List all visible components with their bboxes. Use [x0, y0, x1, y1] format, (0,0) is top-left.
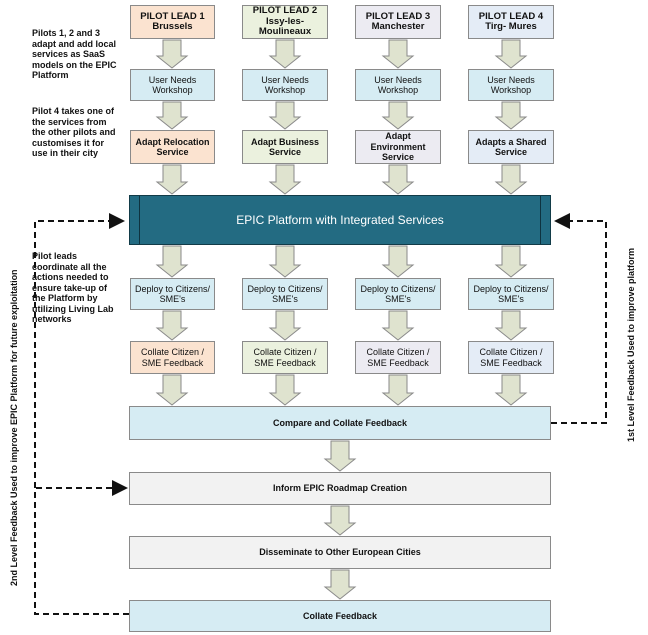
- deploy-3: Deploy to Citizens/ SME's: [355, 278, 441, 310]
- service-3: Adapt Environment Service: [355, 130, 441, 164]
- flow-arrow: [381, 310, 415, 341]
- second-level-feedback-line: [34, 213, 129, 615]
- flow-arrow: [155, 39, 189, 69]
- flow-arrow: [268, 39, 302, 69]
- first-level-feedback-line: [551, 213, 607, 424]
- deploy-1: Deploy to Citizens/ SME's: [130, 278, 215, 310]
- flow-arrow: [155, 310, 189, 341]
- flow-arrow: [268, 245, 302, 278]
- flow-arrow: [494, 374, 528, 406]
- flow-arrow: [323, 569, 357, 600]
- flow-arrow: [381, 39, 415, 69]
- deploy-2: Deploy to Citizens/ SME's: [242, 278, 328, 310]
- deploy-4: Deploy to Citizens/ SME's: [468, 278, 554, 310]
- workshop-3: User Needs Workshop: [355, 69, 441, 101]
- platform-label: EPIC Platform with Integrated Services: [236, 213, 444, 227]
- workshop-1: User Needs Workshop: [130, 69, 215, 101]
- flow-arrow: [155, 374, 189, 406]
- flow-arrow: [381, 245, 415, 278]
- disseminate-box: Disseminate to Other European Cities: [129, 536, 551, 569]
- flow-arrow: [155, 245, 189, 278]
- roadmap-box: Inform EPIC Roadmap Creation: [129, 472, 551, 505]
- flow-arrow: [381, 374, 415, 406]
- compare-collate-box: Compare and Collate Feedback: [129, 406, 551, 440]
- flow-arrow: [323, 505, 357, 536]
- pilot-lead-4-city: Tirg- Mures: [485, 21, 537, 32]
- pilot-lead-2-city: Issy-les-Moulineaux: [258, 15, 312, 38]
- pilot-lead-4-title: PILOT LEAD 4: [478, 10, 544, 22]
- collate-citizen-1: Collate Citizen / SME Feedback: [130, 341, 215, 374]
- collate-citizen-4: Collate Citizen / SME Feedback: [468, 341, 554, 374]
- second-level-feedback-text: 2nd Level Feedback Used to improve EPIC …: [9, 269, 19, 586]
- collate-citizen-2: Collate Citizen / SME Feedback: [242, 341, 328, 374]
- flow-arrow: [323, 440, 357, 472]
- workshop-4: User Needs Workshop: [468, 69, 554, 101]
- flow-arrow: [381, 164, 415, 195]
- pilot-lead-1-city: Brussels: [152, 21, 193, 32]
- note-pilots-123: Pilots 1, 2 and 3 adapt and add local se…: [32, 28, 117, 80]
- flow-arrow: [268, 310, 302, 341]
- epic-platform-bar: EPIC Platform with Integrated Services: [129, 195, 551, 245]
- flow-arrow: [155, 101, 189, 130]
- platform-right-edge: [540, 196, 550, 244]
- flow-arrow: [268, 101, 302, 130]
- platform-left-edge: [130, 196, 140, 244]
- flow-arrow: [494, 245, 528, 278]
- pilot-lead-1-title: PILOT LEAD 1: [140, 10, 205, 22]
- service-2: Adapt Business Service: [242, 130, 328, 164]
- flow-arrow: [494, 310, 528, 341]
- flow-arrow: [268, 374, 302, 406]
- note-pilot-leads: Pilot leads coordinate all the actions n…: [32, 251, 114, 324]
- workshop-2: User Needs Workshop: [242, 69, 328, 101]
- flow-arrow: [268, 164, 302, 195]
- first-level-feedback-label: 1st Level Feedback Used to improve platf…: [626, 247, 636, 442]
- pilot-lead-3-city: Manchester: [371, 21, 425, 32]
- second-level-feedback-label: 2nd Level Feedback Used to improve EPIC …: [9, 269, 19, 586]
- service-4: Adapts a Shared Service: [468, 130, 554, 164]
- collate-citizen-3: Collate Citizen / SME Feedback: [355, 341, 441, 374]
- flow-arrow: [494, 39, 528, 69]
- collate-feedback-box: Collate Feedback: [129, 600, 551, 632]
- note-pilot-4: Pilot 4 takes one of the services from t…: [32, 106, 116, 158]
- service-1: Adapt Relocation Service: [130, 130, 215, 164]
- flow-arrow: [494, 164, 528, 195]
- pilot-lead-2-title: PILOT LEAD 2: [252, 5, 318, 17]
- flow-arrow: [381, 101, 415, 130]
- flow-arrow: [494, 101, 528, 130]
- pilot-lead-3-title: PILOT LEAD 3: [365, 10, 431, 22]
- flow-arrow: [155, 164, 189, 195]
